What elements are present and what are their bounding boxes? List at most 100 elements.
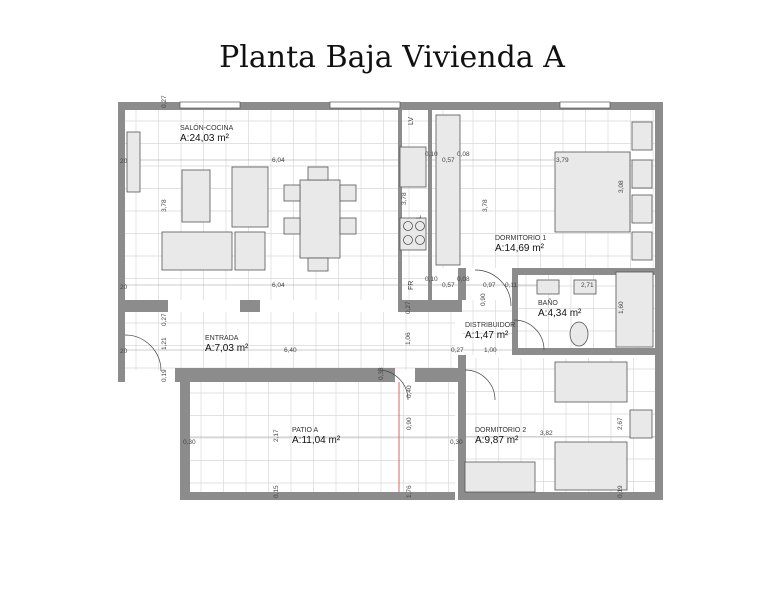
dimension-label: 0,40 [406, 385, 413, 398]
chair [307, 257, 329, 272]
dimension-label: 6,04 [272, 282, 285, 289]
tv-unit [126, 131, 141, 193]
sofa [231, 166, 269, 228]
dimension-label: 3,08 [618, 180, 625, 193]
wall [180, 382, 190, 500]
burner [415, 221, 425, 231]
wardrobe [435, 114, 461, 266]
double-bed [554, 151, 631, 233]
dimension-label: 0,27 [405, 301, 412, 314]
wall [240, 300, 260, 312]
burner [403, 221, 413, 231]
desk [464, 461, 536, 493]
room-name: DORMITORIO 2 [475, 427, 526, 434]
toilet [569, 321, 589, 347]
wall [458, 355, 466, 500]
walls [118, 101, 663, 500]
window [329, 101, 401, 109]
dimension-label: 0,57 [442, 282, 455, 289]
dimension-label: 6,04 [272, 157, 285, 164]
dimension-label: 3,79 [556, 157, 569, 164]
floor-area [462, 300, 515, 355]
burner [403, 235, 413, 245]
wall [398, 300, 462, 312]
room-area: A:9,87 m² [475, 435, 519, 446]
dimension-label: 3,78 [482, 199, 489, 212]
room-area: A:1,47 m² [465, 330, 509, 341]
dimension-label: 2,71 [581, 282, 594, 289]
wall [415, 368, 465, 382]
dimension-label: 1,21 [161, 337, 168, 350]
single-bed [554, 441, 628, 491]
room-area: A:14,69 m² [495, 243, 545, 254]
single-bed [554, 361, 628, 403]
nightstand [629, 409, 653, 439]
dimension-labels: 0,273,786,046,040,100,570,080,100,570,08… [120, 95, 625, 498]
dimension-label: 6,40 [284, 347, 297, 354]
dimension-label: 3,78 [161, 199, 168, 212]
kitchen-label: FR [408, 281, 415, 290]
door-swing [377, 369, 409, 401]
plan-title: Planta Baja Vivienda A [219, 40, 565, 75]
dimension-label: 0,97 [483, 282, 496, 289]
washbasin [536, 279, 560, 295]
room-area: A:11,04 m² [292, 435, 341, 446]
nightstand [631, 159, 653, 189]
dimension-label: 0,27 [451, 347, 464, 354]
wall [512, 348, 663, 355]
door-swing [464, 369, 496, 401]
wall [512, 268, 663, 275]
dining-table [299, 179, 341, 259]
bathtub [615, 271, 654, 348]
armchair [234, 231, 266, 271]
dimension-label: 0,19 [161, 369, 168, 382]
room-area: A:7,03 m² [205, 343, 249, 354]
dimension-label: 0,08 [457, 151, 470, 158]
nightstand [631, 231, 653, 261]
dimension-label: 2,67 [617, 417, 624, 430]
dimension-label: 2,17 [273, 429, 280, 442]
dimension-label: 20 [120, 348, 128, 355]
wall [118, 102, 125, 382]
coffee-table [181, 169, 211, 223]
dimension-label: 0,11 [505, 282, 518, 289]
floor-area [125, 312, 455, 370]
dimension-label: 3,78 [401, 192, 408, 205]
wall [175, 368, 395, 382]
room-name: BAÑO [538, 298, 558, 307]
dimension-label: 0,19 [617, 485, 624, 498]
chair [339, 217, 357, 235]
dimension-label: 1,00 [484, 347, 497, 354]
dimension-label: 3,82 [540, 430, 553, 437]
dimension-label: 0,08 [457, 276, 470, 283]
furniture [124, 114, 654, 493]
room-name: SALÓN-COCINA [180, 123, 234, 132]
room-name: ENTRADA [205, 335, 239, 342]
burner [415, 235, 425, 245]
dimension-label: 1,60 [618, 301, 625, 314]
sofa [161, 231, 233, 271]
room-name: DISTRIBUIDOR [465, 322, 515, 329]
dimension-label: 0,33 [378, 367, 385, 380]
chair [283, 217, 301, 235]
dimension-label: 0,15 [273, 485, 280, 498]
wall [190, 492, 455, 500]
door-swing [513, 319, 545, 351]
sink [399, 146, 427, 188]
wall [466, 492, 663, 500]
room-area: A:4,34 m² [538, 308, 582, 319]
dimension-label: 0,90 [406, 417, 413, 430]
room-name: DORMITORIO 1 [495, 235, 546, 242]
dimension-label: 20 [120, 158, 128, 165]
dimension-label: 1,76 [406, 485, 413, 498]
chair [283, 184, 301, 202]
nightstand [631, 194, 653, 224]
window [179, 101, 241, 109]
room-name: PATIO A [292, 427, 319, 434]
floor-area [398, 110, 428, 300]
dimension-label: 0,30 [450, 439, 463, 446]
wall [458, 268, 466, 300]
door-swing [124, 334, 162, 372]
